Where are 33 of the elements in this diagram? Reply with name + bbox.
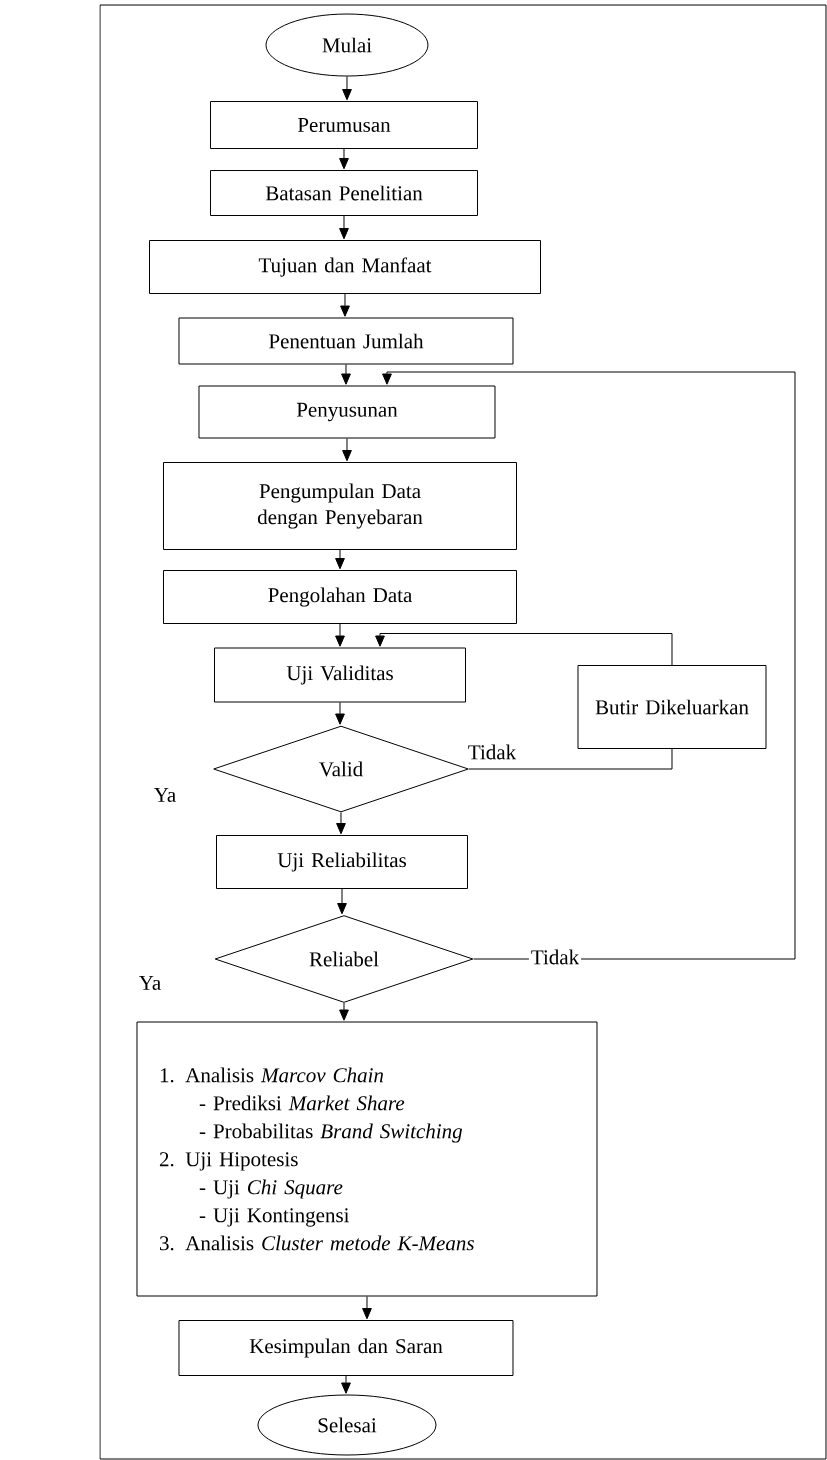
process-box: 1. Analisis Marcov Chain - Prediksi Market Share - Probabilitas Brand Switching 2. Uji Hipotesis - Uji Chi Square - Uji Kontingensi 3. Analisis Cluster metode K-Means xyxy=(136,1021,598,1297)
arrow xyxy=(375,633,673,666)
arrow xyxy=(342,76,352,101)
process-box: Tujuan dan Manfaat xyxy=(149,240,541,294)
arrow xyxy=(340,293,350,317)
arrow xyxy=(339,1002,349,1021)
arrow xyxy=(362,1296,372,1320)
process-box: Pengolahan Data xyxy=(163,570,517,624)
branch-label: Ya xyxy=(154,788,176,802)
arrow xyxy=(342,438,352,462)
arrow xyxy=(382,371,796,960)
process-box: Uji Validitas xyxy=(214,647,466,703)
process-box: Penyusunan xyxy=(198,385,496,439)
arrow xyxy=(341,1375,351,1394)
process-box: Penentuan Jumlah xyxy=(178,317,514,365)
arrow xyxy=(339,148,349,170)
arrow xyxy=(337,888,347,915)
branch-label: Ya xyxy=(139,976,161,990)
arrow xyxy=(335,549,345,570)
process-box: Kesimpulan dan Saran xyxy=(178,1320,514,1376)
arrow xyxy=(341,364,351,385)
process-box: Perumusan xyxy=(210,101,478,149)
arrow xyxy=(336,812,346,835)
edge-label: Tidak xyxy=(468,744,517,760)
arrow xyxy=(339,215,349,240)
edge-label: Tidak xyxy=(528,947,582,967)
arrow xyxy=(335,702,345,725)
arrow xyxy=(335,623,345,647)
process-box: Batasan Penelitian xyxy=(210,170,478,216)
process-box: Pengumpulan Data dengan Penyebaran xyxy=(163,462,517,550)
process-box: Uji Reliabilitas xyxy=(216,835,468,889)
process-box: Butir Dikeluarkan xyxy=(577,665,767,749)
connector-line xyxy=(468,748,673,770)
